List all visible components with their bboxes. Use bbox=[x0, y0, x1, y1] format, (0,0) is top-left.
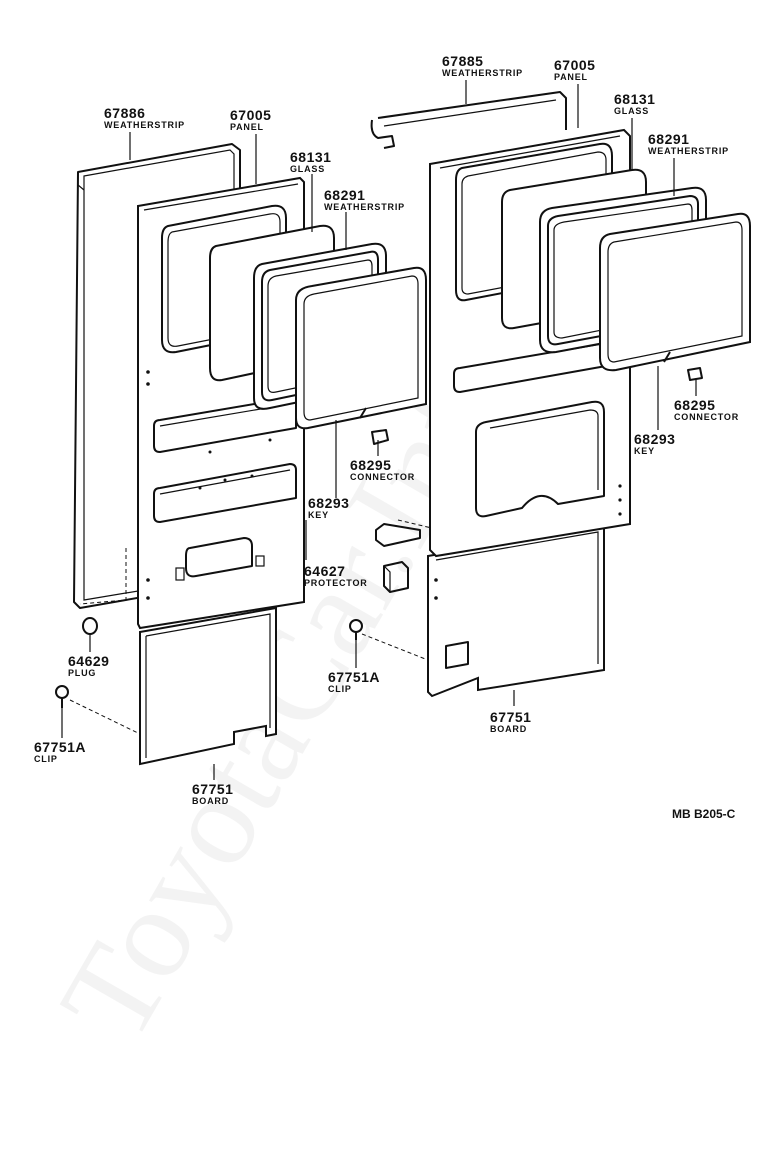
label-left-67751A: 67751A CLIP bbox=[34, 739, 87, 764]
right-connector-part bbox=[687, 367, 703, 381]
leader-lines bbox=[61, 80, 697, 780]
left-board bbox=[139, 606, 277, 766]
plug-part bbox=[82, 617, 98, 635]
left-clip-part bbox=[55, 685, 69, 708]
hinge-bracket bbox=[375, 523, 421, 547]
label-right-67005: 67005 PANEL bbox=[554, 57, 596, 82]
label-right-67751A: 67751A CLIP bbox=[328, 669, 381, 694]
right-board bbox=[427, 524, 605, 698]
label-left-67751: 67751 BOARD bbox=[192, 781, 234, 806]
label-right-68293: 68293 KEY bbox=[634, 431, 676, 456]
label-right-68295: 68295 CONNECTOR bbox=[674, 397, 740, 422]
label-left-68295: 68295 CONNECTOR bbox=[350, 457, 416, 482]
label-right-68131: 68131 GLASS bbox=[614, 91, 656, 116]
label-right-67751: 67751 BOARD bbox=[490, 709, 532, 734]
center-clip-part bbox=[349, 619, 363, 640]
right-key bbox=[599, 212, 751, 372]
label-64629: 64629 PLUG bbox=[68, 653, 110, 678]
diagram-code: MB B205-C bbox=[672, 807, 736, 821]
label-right-68291: 68291 WEATHERSTRIP bbox=[648, 131, 729, 156]
label-left-68131: 68131 GLASS bbox=[290, 149, 332, 174]
label-left-67005: 67005 PANEL bbox=[230, 107, 272, 132]
label-67885: 67885 WEATHERSTRIP bbox=[442, 53, 523, 78]
left-key bbox=[295, 266, 427, 430]
label-67886: 67886 WEATHERSTRIP bbox=[104, 105, 185, 130]
label-64627: 64627 PROTECTOR bbox=[304, 563, 368, 588]
label-left-68293: 68293 KEY bbox=[308, 495, 350, 520]
right-top-weatherstrip bbox=[370, 91, 567, 149]
label-left-68291: 68291 WEATHERSTRIP bbox=[324, 187, 405, 212]
protector-part bbox=[383, 561, 409, 593]
left-connector-part bbox=[371, 429, 389, 445]
